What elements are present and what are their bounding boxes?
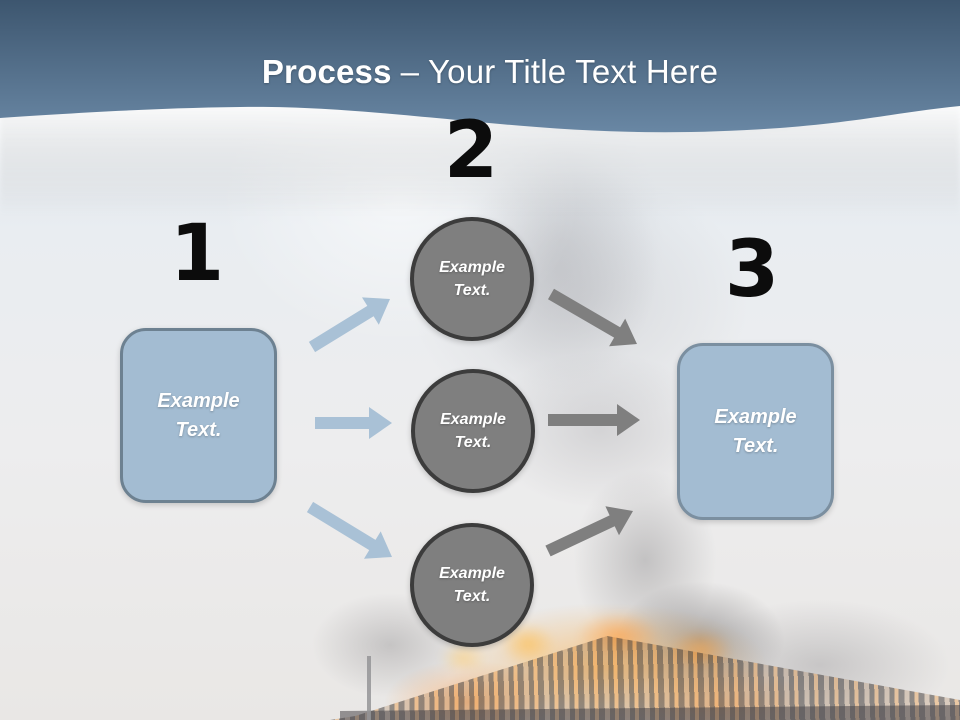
arrow-right-middle[interactable] [548, 404, 640, 436]
title-bold-part: Process [261, 53, 392, 90]
process-box-right[interactable]: Example Text. [677, 343, 834, 520]
process-circle-middle[interactable]: Example Text. [411, 369, 535, 493]
arrow-right-bottom[interactable] [545, 506, 633, 557]
process-circle-bottom[interactable]: Example Text. [410, 523, 534, 647]
arrow-left-bottom[interactable] [306, 501, 392, 559]
process-circle-top[interactable]: Example Text. [410, 217, 534, 341]
circle-label-line: Example [439, 564, 505, 582]
title-rest-part: – Your Title Text Here [400, 53, 719, 90]
step-number-3[interactable]: 3 [724, 225, 780, 315]
blue-banner-shape [0, 0, 960, 133]
arrow-left-top[interactable] [308, 297, 390, 353]
circle-label-line: Text. [453, 588, 491, 605]
circle-label-line: Example [439, 258, 505, 276]
circle-label-line: Text. [454, 434, 492, 451]
box-label-line: Text. [175, 418, 222, 441]
box-label-line: Example [157, 389, 240, 412]
circle-label-line: Text. [453, 282, 491, 299]
step-number-2[interactable]: 2 [443, 106, 499, 196]
arrow-left-middle[interactable] [315, 407, 392, 439]
process-box-left[interactable]: Example Text. [120, 328, 277, 503]
arrow-right-top[interactable] [548, 288, 637, 347]
box-label-line: Text. [732, 434, 779, 457]
header-banner-wave [0, 0, 960, 214]
slide-title[interactable]: Process– Your Title Text Here [0, 53, 960, 91]
step-number-1[interactable]: 1 [169, 209, 225, 299]
circle-label-line: Example [440, 410, 506, 428]
box-label-line: Example [714, 405, 797, 428]
